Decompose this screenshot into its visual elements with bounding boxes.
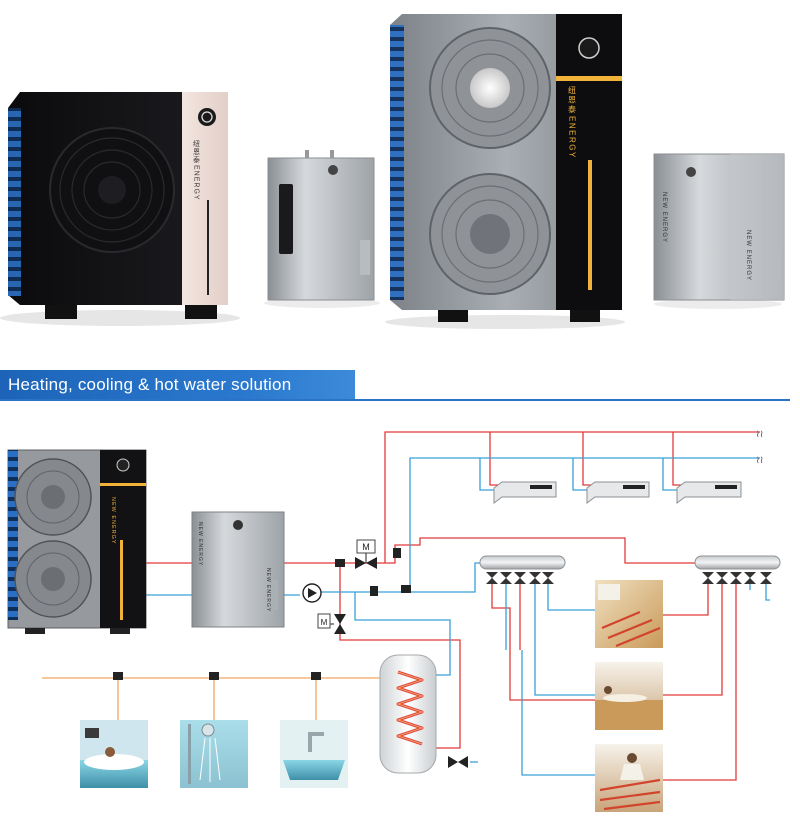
photo-bathtub bbox=[80, 720, 148, 788]
motorized-valve-left bbox=[317, 613, 346, 634]
diagram-brand-small-1: NEW ENERGY bbox=[110, 497, 116, 545]
pipe-tee-fittings bbox=[113, 548, 411, 680]
product-photo-indoor-unit-1 bbox=[264, 150, 380, 308]
fan-grille-lower bbox=[429, 173, 551, 295]
diagram-brand-small-3: NEW ENERGY bbox=[265, 568, 271, 612]
drain-valve bbox=[448, 756, 468, 768]
brand-vertical-cn-1: 纽恩泰 bbox=[193, 139, 201, 164]
brand-vertical-cn-2: 纽恩泰 bbox=[568, 85, 577, 114]
product-photo-indoor-unit-2 bbox=[653, 153, 785, 309]
brand-vertical-en-1: ENERGY bbox=[193, 165, 200, 201]
banner-box: Heating, cooling & hot water solution bbox=[0, 370, 355, 400]
section-banner: Heating, cooling & hot water solution bbox=[0, 370, 800, 401]
photo-floor-heating-3 bbox=[595, 744, 663, 812]
motor-valve-label-top: M bbox=[362, 542, 370, 552]
diagram-indoor-unit bbox=[191, 511, 285, 628]
manifold-right bbox=[694, 555, 781, 570]
banner-underline bbox=[0, 399, 790, 401]
fan-coil-unit-2 bbox=[586, 481, 650, 504]
motor-valve-label-left: M bbox=[321, 618, 328, 627]
pink-side-panel bbox=[182, 92, 228, 305]
photo-floor-heating-1 bbox=[595, 580, 663, 648]
banner-title: Heating, cooling & hot water solution bbox=[8, 375, 292, 394]
product-photo-grey-unit bbox=[385, 14, 625, 329]
photo-shower bbox=[180, 720, 248, 788]
pipe-break-icon: ≀≀ bbox=[756, 429, 764, 440]
motorized-valve-top bbox=[355, 539, 377, 569]
circulation-pump bbox=[302, 583, 322, 603]
photo-sink bbox=[280, 720, 348, 788]
brand-vertical-en-2: ENERGY bbox=[568, 116, 577, 159]
fan-grille-upper bbox=[429, 27, 551, 149]
fan-grille bbox=[49, 127, 175, 253]
diagram-outdoor-unit bbox=[7, 449, 147, 634]
product-photo-black-unit bbox=[0, 92, 240, 326]
pipe-break-icon: ≀≀ bbox=[756, 455, 764, 466]
fan-coil-unit-3 bbox=[676, 481, 742, 504]
brand-vertical-small-1: NEW ENERGY bbox=[661, 192, 667, 243]
hot-water-tank bbox=[379, 654, 437, 774]
photo-floor-heating-2 bbox=[595, 662, 663, 730]
manifold-left bbox=[479, 555, 566, 570]
diagram-brand-small-2: NEW ENERGY bbox=[197, 522, 203, 566]
manifold-valves bbox=[486, 572, 772, 584]
brand-vertical-small-2: NEW ENERGY bbox=[745, 230, 751, 281]
fan-coil-unit-1 bbox=[493, 481, 557, 504]
